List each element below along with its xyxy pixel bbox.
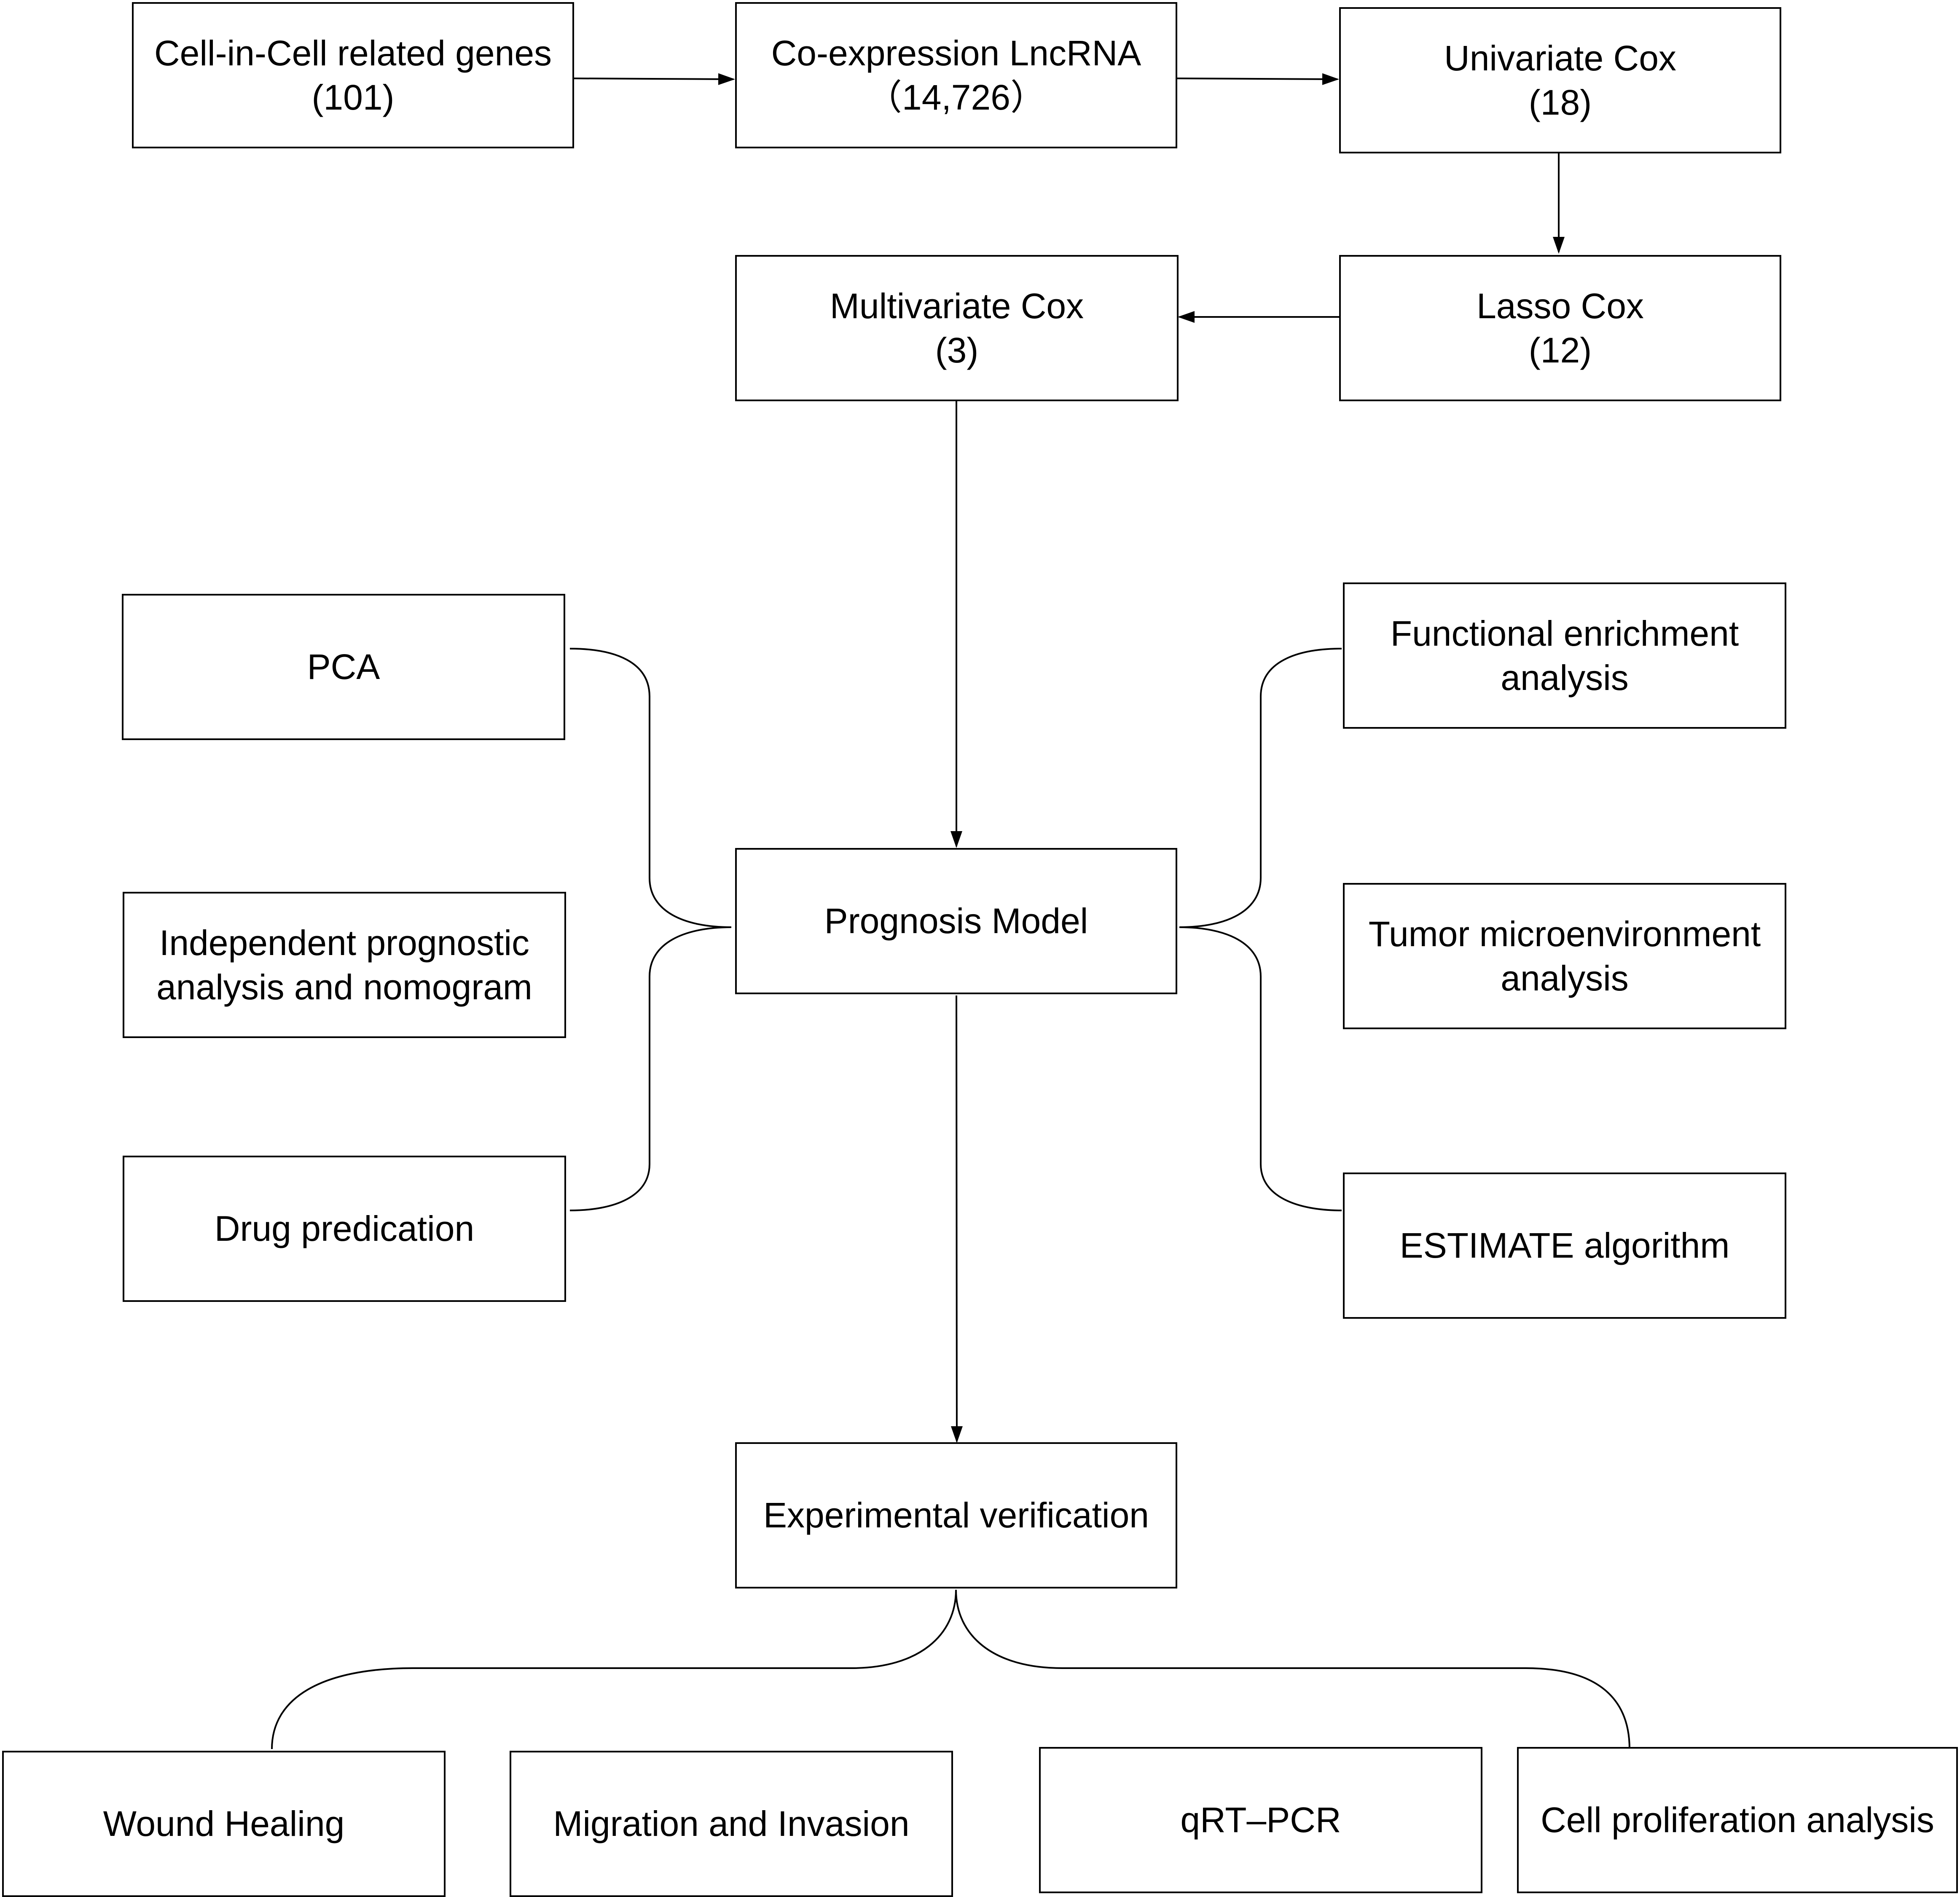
bracket-left	[569, 648, 732, 1211]
node-independent-prognostic: Independent prognostic analysis and nomo…	[123, 892, 566, 1038]
node-count: (12)	[1528, 330, 1592, 370]
node-wound-healing: Wound Healing	[2, 1751, 446, 1897]
node-functional-enrichment: Functional enrichment analysis	[1343, 582, 1786, 729]
node-multivariate-cox: Multivariate Cox (3)	[735, 255, 1179, 401]
node-label: PCA	[307, 647, 380, 687]
node-count: （14,726）	[867, 77, 1046, 117]
arrow-lncrna-to-univariate	[1177, 73, 1339, 85]
node-univariate-cox: Univariate Cox (18)	[1339, 7, 1781, 153]
node-cell-in-cell-genes: Cell-in-Cell related genes (101)	[132, 2, 574, 148]
node-lasso-cox: Lasso Cox (12)	[1339, 255, 1781, 401]
node-label: Cell proliferation analysis	[1541, 1800, 1934, 1840]
node-label-line2: analysis	[1501, 657, 1629, 698]
node-coexpression-lncrna: Co-expression LncRNA （14,726）	[735, 2, 1177, 148]
node-label: Lasso Cox	[1477, 286, 1644, 326]
arrow-genes-to-lncrna	[574, 73, 735, 85]
node-label: Experimental verification	[763, 1495, 1149, 1535]
bracket-bottom	[271, 1589, 1630, 1749]
node-count: (101)	[311, 77, 395, 117]
node-label: qRT–PCR	[1180, 1800, 1341, 1840]
node-tumor-microenvironment: Tumor microenvironment analysis	[1343, 883, 1786, 1029]
node-pca: PCA	[122, 594, 565, 740]
node-label-line2: analysis	[1501, 958, 1629, 998]
node-label-line2: analysis and nomogram	[156, 967, 532, 1007]
node-label: ESTIMATE algorithm	[1399, 1226, 1730, 1265]
node-label: Cell-in-Cell related genes	[154, 33, 552, 73]
node-label: Wound Healing	[103, 1804, 345, 1843]
node-cell-proliferation: Cell proliferation analysis	[1517, 1747, 1958, 1893]
node-experimental-verification: Experimental verification	[735, 1442, 1177, 1588]
node-label: Co-expression LncRNA	[771, 33, 1141, 73]
node-label: Multivariate Cox	[830, 286, 1084, 326]
node-count: (3)	[935, 330, 979, 370]
node-prognosis-model: Prognosis Model	[735, 848, 1177, 994]
node-count: (18)	[1528, 82, 1592, 122]
bracket-right	[1179, 648, 1342, 1211]
node-drug-predication: Drug predication	[123, 1156, 566, 1302]
node-migration-invasion: Migration and Invasion	[510, 1751, 953, 1897]
node-label: Migration and Invasion	[553, 1804, 910, 1843]
node-qrt-pcr: qRT–PCR	[1039, 1747, 1482, 1893]
node-label: Functional enrichment	[1390, 613, 1739, 653]
node-label: Drug predication	[214, 1209, 475, 1248]
node-label: Prognosis Model	[824, 901, 1088, 941]
node-label: Tumor microenvironment	[1368, 914, 1761, 954]
node-estimate-algorithm: ESTIMATE algorithm	[1343, 1173, 1786, 1319]
arrow-prognosis-to-experimental	[950, 995, 963, 1443]
node-label: Univariate Cox	[1444, 38, 1676, 78]
node-label: Independent prognostic	[159, 923, 530, 963]
